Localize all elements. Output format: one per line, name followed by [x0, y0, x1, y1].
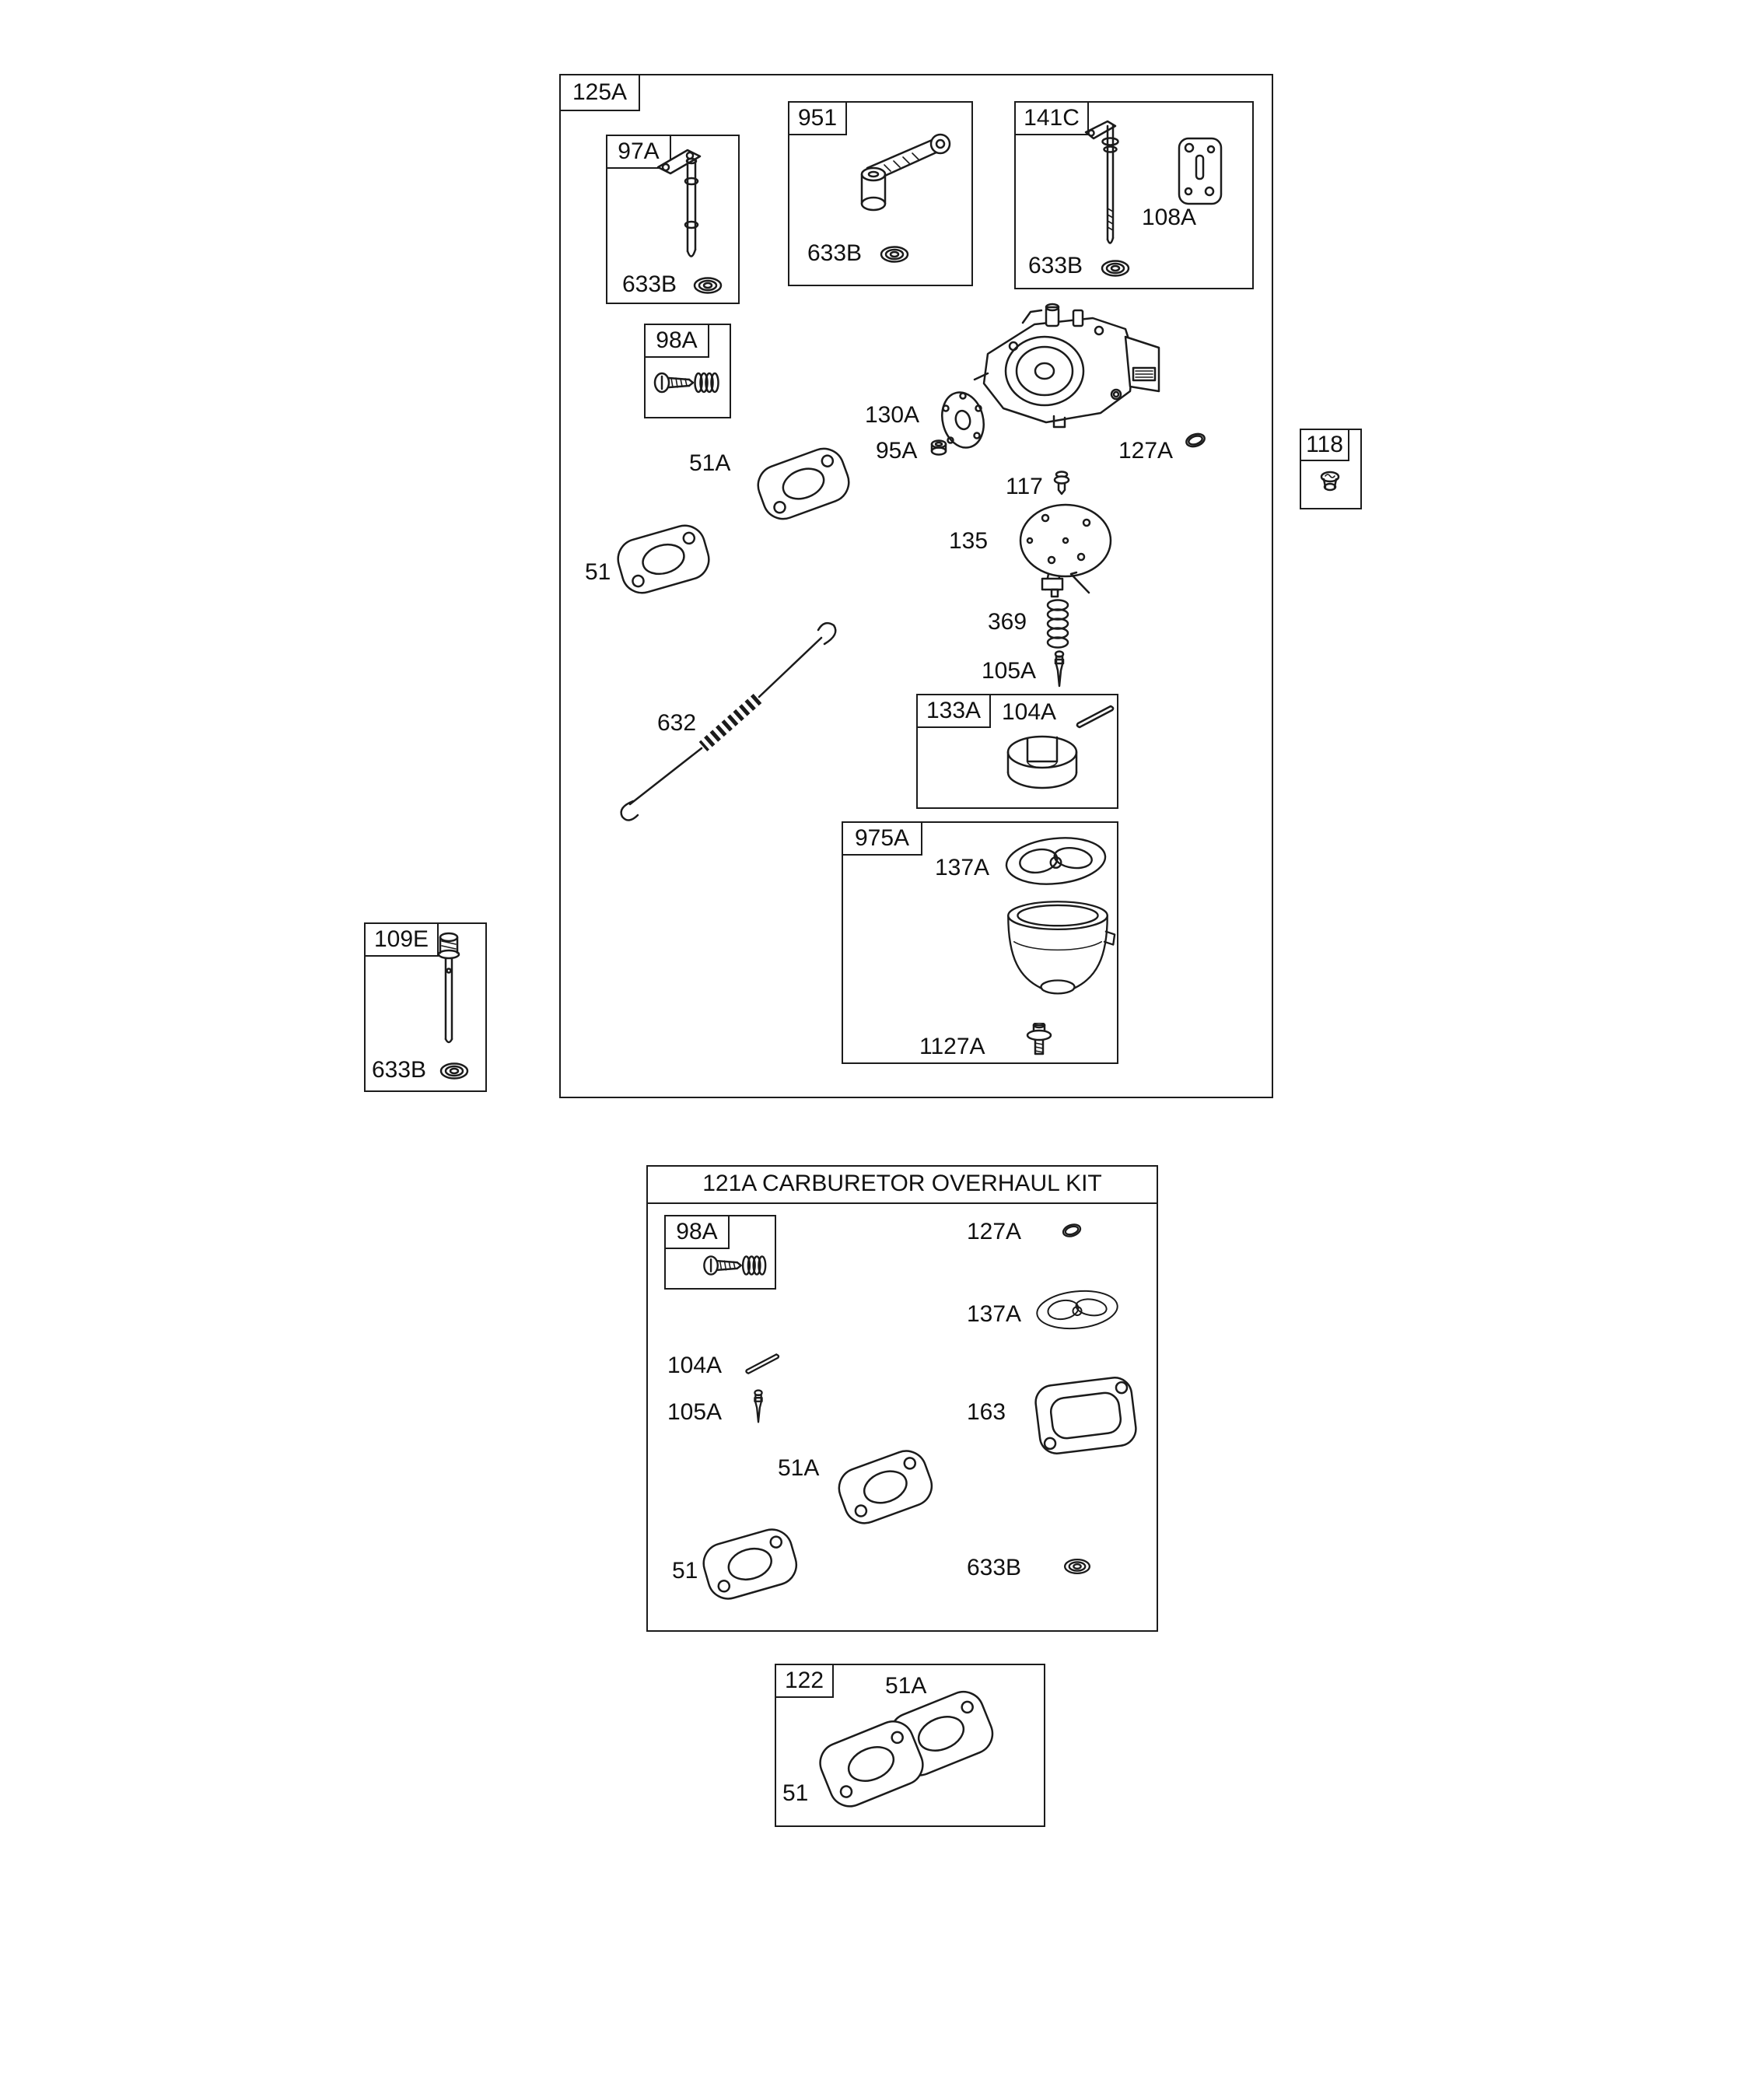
callout-51: 51 — [585, 559, 611, 585]
o-ring-illustration — [1185, 432, 1206, 448]
washer-icon — [1063, 1558, 1091, 1575]
group-label-98a: 98A — [644, 324, 709, 358]
o-ring-illustration — [1062, 1223, 1082, 1237]
callout-51a-kit: 51A — [778, 1455, 820, 1481]
group-label-975a: 975A — [842, 821, 922, 856]
bowl-gasket-illustration — [1036, 1290, 1118, 1330]
gasket-illustration — [702, 1528, 798, 1600]
fuel-bowl-illustration — [1007, 901, 1116, 995]
needle-illustration — [754, 1389, 763, 1423]
group-box-141c — [1014, 101, 1254, 289]
callout-369: 369 — [988, 609, 1027, 635]
float-illustration — [1006, 735, 1078, 789]
needle-illustration — [1054, 650, 1065, 688]
callout-130a: 130A — [865, 402, 920, 428]
group-box-975a — [842, 821, 1118, 1064]
callout-95a: 95A — [876, 438, 918, 464]
group-box-97a — [606, 135, 740, 304]
washer-icon — [693, 277, 723, 294]
group-label-97a: 97A — [606, 135, 671, 169]
welch-plug-illustration — [1320, 471, 1340, 492]
gasket-pair-illustration — [819, 1690, 994, 1808]
callout-135: 135 — [949, 528, 989, 554]
group-box-overhaul-kit — [646, 1165, 1158, 1632]
callout-127a: 127A — [1118, 438, 1174, 464]
gasket-illustration — [757, 447, 850, 520]
callout-51-122: 51 — [782, 1780, 809, 1806]
body-gasket-illustration — [1034, 1377, 1137, 1454]
callout-633b-97a: 633B — [622, 271, 677, 297]
cover-plate-illustration — [941, 391, 985, 449]
gasket-illustration — [838, 1450, 933, 1524]
callout-104a-kit: 104A — [667, 1353, 723, 1378]
float-pin-illustration — [1076, 705, 1115, 729]
callout-633b-141c: 633B — [1028, 253, 1083, 278]
callout-105a-kit: 105A — [667, 1399, 723, 1425]
group-label-125a: 125A — [559, 74, 640, 111]
callout-117: 117 — [1006, 474, 1043, 499]
screw-and-spring-illustration — [703, 1255, 767, 1276]
callout-1127a: 1127A — [919, 1034, 985, 1059]
gasket-illustration — [617, 524, 710, 594]
group-label-109e: 109E — [364, 922, 439, 957]
group-label-133a: 133A — [916, 694, 991, 728]
callout-51a: 51A — [689, 450, 731, 476]
callout-633b-109e: 633B — [372, 1057, 427, 1083]
choke-lever-illustration — [860, 133, 951, 212]
callout-104a: 104A — [1002, 699, 1057, 725]
group-label-118: 118 — [1300, 429, 1349, 461]
group-box-125a — [559, 74, 1273, 1098]
spring-illustration — [1046, 599, 1069, 649]
throttle-shaft-illustration — [656, 149, 702, 257]
bowl-screw-illustration — [1026, 1023, 1052, 1055]
idle-shaft-illustration — [437, 932, 460, 1044]
group-box-122 — [775, 1664, 1045, 1827]
choke-shaft-illustration — [1084, 120, 1119, 244]
callout-51a-122: 51A — [885, 1673, 927, 1699]
washer-icon — [880, 246, 909, 263]
governor-link-spring-illustration — [620, 621, 837, 821]
carburetor-body-illustration — [973, 303, 1160, 429]
group-box-951 — [788, 101, 973, 286]
group-box-133a — [916, 694, 1118, 809]
float-plate-illustration — [1019, 503, 1112, 598]
screw-and-spring-illustration — [653, 372, 719, 394]
callout-137a-kit: 137A — [967, 1301, 1022, 1327]
group-label-98a-kit: 98A — [664, 1215, 730, 1249]
callout-137a: 137A — [935, 855, 990, 880]
washer-icon — [1101, 260, 1130, 277]
nut-illustration — [930, 439, 947, 456]
callout-633b-kit: 633B — [967, 1555, 1022, 1580]
group-label-141c: 141C — [1014, 101, 1089, 135]
callout-127a-kit: 127A — [967, 1219, 1022, 1244]
mounting-plate-illustration — [1178, 137, 1223, 205]
valve-seat-illustration — [1053, 471, 1070, 495]
group-label-951: 951 — [788, 101, 847, 135]
callout-632: 632 — [657, 710, 697, 736]
callout-108a: 108A — [1142, 205, 1197, 230]
overhaul-kit-title: 121A CARBURETOR OVERHAUL KIT — [646, 1165, 1158, 1204]
callout-105a: 105A — [982, 658, 1037, 684]
washer-icon — [439, 1062, 469, 1080]
callout-51-kit: 51 — [672, 1558, 698, 1584]
float-pin-illustration — [745, 1353, 780, 1374]
bowl-gasket-illustration — [1005, 837, 1107, 885]
callout-163: 163 — [967, 1399, 1006, 1425]
callout-633b-951: 633B — [807, 240, 863, 266]
group-label-122: 122 — [775, 1664, 834, 1698]
